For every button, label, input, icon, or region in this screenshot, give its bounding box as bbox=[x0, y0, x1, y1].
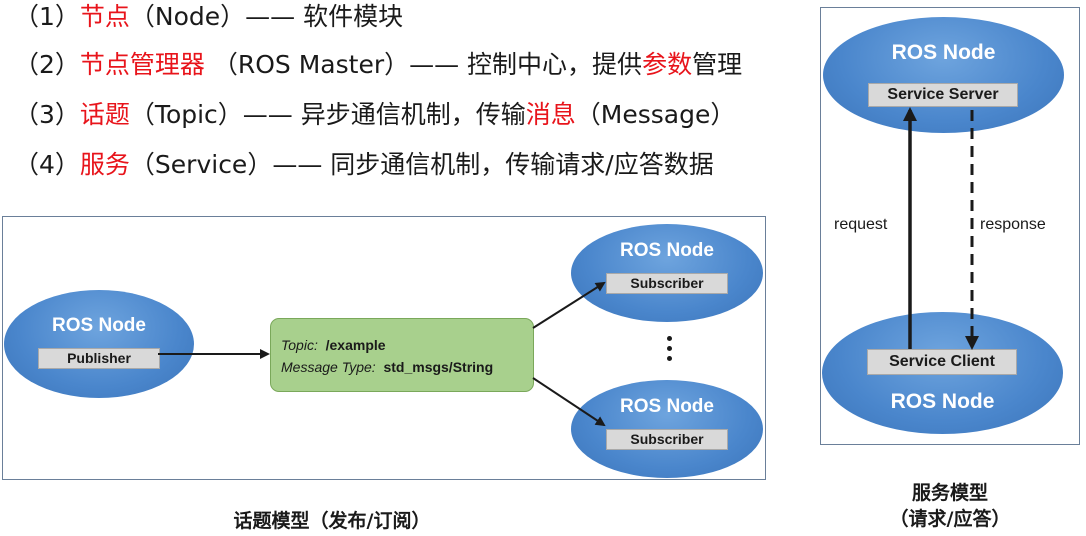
concept-term: 话题 bbox=[79, 100, 130, 129]
service-client-node: Service Client ROS Node bbox=[822, 312, 1063, 434]
concept-term: 节点 bbox=[79, 2, 130, 31]
subscriber-label: Subscriber bbox=[606, 429, 728, 450]
service-client-label: Service Client bbox=[867, 349, 1017, 375]
node-title: ROS Node bbox=[620, 396, 714, 417]
message-type-value: std_msgs/String bbox=[383, 359, 494, 375]
concept-item-service: （4）服务（Service）—— 同步通信机制，传输请求/应答数据 bbox=[14, 148, 714, 182]
topic-value: /example bbox=[325, 337, 386, 353]
dot bbox=[667, 336, 672, 341]
concept-description: （Topic）—— 异步通信机制，传输 bbox=[129, 100, 526, 129]
concept-description-end: （Message） bbox=[575, 100, 736, 129]
subscribe-arrow-2 bbox=[532, 377, 606, 427]
node-title: ROS Node bbox=[891, 41, 996, 64]
concept-term: 服务 bbox=[79, 150, 130, 179]
node-title: ROS Node bbox=[890, 390, 995, 413]
publisher-label: Publisher bbox=[38, 348, 160, 369]
dot bbox=[667, 346, 672, 351]
concept-description: （Node）—— 软件模块 bbox=[129, 2, 404, 31]
concept-item-ros-master: （2）节点管理器 （ROS Master）—— 控制中心，提供参数管理 bbox=[14, 48, 742, 82]
message-type-label: Message Type: bbox=[281, 359, 376, 375]
service-model-caption: 服务模型 bbox=[911, 482, 988, 504]
request-label: request bbox=[834, 216, 888, 233]
response-label: response bbox=[980, 216, 1046, 233]
concept-number: （2） bbox=[14, 50, 80, 79]
subscriber-node-2: ROS Node Subscriber bbox=[571, 380, 763, 478]
node-title: ROS Node bbox=[52, 315, 146, 336]
concept-number: （3） bbox=[14, 100, 80, 129]
topic-model-caption: 话题模型（发布/订阅） bbox=[233, 510, 431, 532]
subscribe-arrow-1 bbox=[532, 281, 606, 329]
topic-name-line: Topic: /example bbox=[281, 337, 386, 353]
concept-number: （1） bbox=[14, 2, 80, 31]
concept-description: （Service）—— 同步通信机制，传输请求/应答数据 bbox=[129, 150, 714, 179]
service-model-caption-sub: （请求/应答） bbox=[889, 508, 1011, 530]
concept-item-node: （1）节点（Node）—— 软件模块 bbox=[14, 0, 403, 34]
dot bbox=[667, 356, 672, 361]
subscriber-node-1: ROS Node Subscriber bbox=[571, 224, 763, 322]
subscriber-label: Subscriber bbox=[606, 273, 728, 294]
concept-item-topic: （3）话题（Topic）—— 异步通信机制，传输消息（Message） bbox=[14, 98, 735, 132]
concept-number: （4） bbox=[14, 150, 80, 179]
node-title: ROS Node bbox=[620, 240, 714, 261]
service-server-node: ROS Node Service Server bbox=[823, 17, 1064, 133]
message-type-line: Message Type: std_msgs/String bbox=[281, 359, 493, 375]
service-server-label: Service Server bbox=[868, 83, 1018, 107]
concept-description-end: 管理 bbox=[692, 50, 743, 79]
concept-term: 节点管理器 bbox=[79, 50, 205, 79]
publisher-node: ROS Node Publisher bbox=[4, 290, 194, 398]
topic-box: Topic: /example Message Type: std_msgs/S… bbox=[270, 318, 534, 392]
topic-label: Topic: bbox=[281, 337, 318, 353]
concept-description: （ROS Master）—— 控制中心，提供 bbox=[204, 50, 643, 79]
concept-highlight: 参数 bbox=[642, 50, 693, 79]
concept-highlight: 消息 bbox=[525, 100, 576, 129]
more-subscribers-ellipsis bbox=[666, 336, 674, 366]
